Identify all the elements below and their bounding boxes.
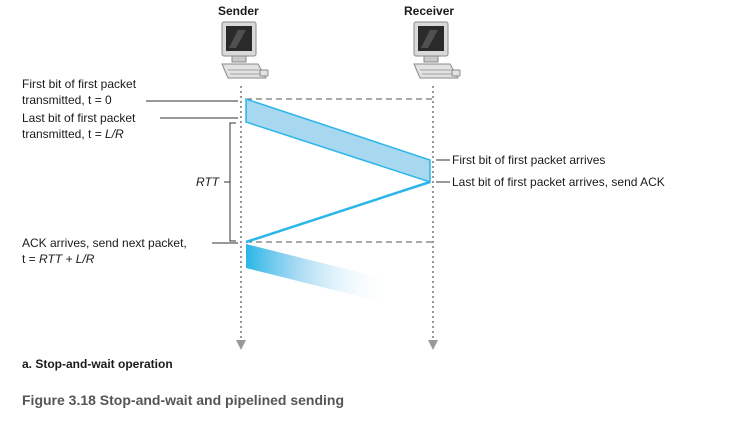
first-packet-band <box>245 97 431 184</box>
sender-computer-icon <box>221 21 269 79</box>
last-bit-time-expr: L/R <box>105 127 124 141</box>
rtt-label: RTT <box>196 175 220 189</box>
first-bit-label-line1: First bit of first packet <box>22 77 137 91</box>
sender-timeline-arrow-icon <box>236 340 246 350</box>
sender-header: Sender <box>218 4 259 18</box>
ack-line <box>245 180 431 244</box>
first-bit-label-line2: transmitted, t = 0 <box>22 93 112 107</box>
ack-arrives-label-line1: ACK arrives, send next packet, <box>22 236 187 250</box>
next-packet-band <box>246 244 390 304</box>
last-arrives-label: Last bit of first packet arrives, send A… <box>452 175 665 189</box>
receiver-computer-icon <box>413 21 461 79</box>
subfigure-caption: a. Stop-and-wait operation <box>22 357 173 371</box>
receiver-header: Receiver <box>404 4 455 18</box>
first-arrives-label: First bit of first packet arrives <box>452 153 606 167</box>
last-bit-label-line1: Last bit of first packet <box>22 111 136 125</box>
last-bit-label-line2: transmitted, t = L/R <box>22 127 124 142</box>
ack-time-expr: RTT + L/R <box>39 252 95 266</box>
last-bit-time-prefix: transmitted, t = <box>22 127 106 141</box>
receiver-timeline-arrow-icon <box>428 340 438 350</box>
ack-arrives-label-line2: t = RTT + L/R <box>22 252 94 267</box>
rtt-bracket <box>229 122 236 242</box>
figure-caption: Figure 3.18 Stop-and-wait and pipelined … <box>22 392 345 408</box>
ack-time-prefix: t = <box>22 252 40 266</box>
